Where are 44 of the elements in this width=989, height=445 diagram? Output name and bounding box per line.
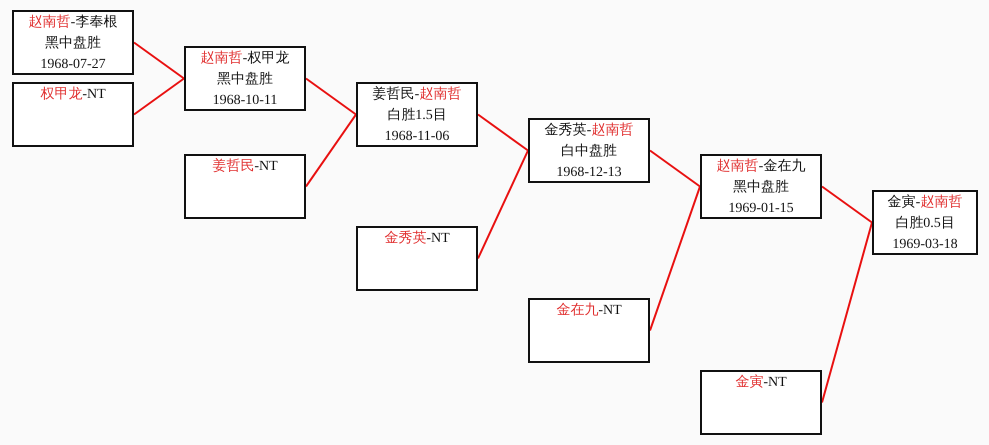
match-box: [356, 226, 478, 291]
connector-line: [821, 222, 873, 403]
player-names: 金寅-NT: [735, 373, 787, 392]
connector-line: [477, 114, 529, 152]
match-box: [528, 118, 650, 183]
match-box: [184, 154, 306, 219]
match-box: [184, 46, 306, 111]
player-names: 赵南哲-权甲龙: [200, 49, 290, 68]
connector-line: [649, 150, 701, 188]
player-names: 赵南哲-李奉根: [28, 13, 118, 32]
player-names: 金寅-赵南哲: [888, 193, 962, 212]
date-text: 1968-07-27: [40, 56, 106, 74]
connector-line: [821, 186, 873, 224]
connector-line: [649, 186, 701, 331]
match-box: [700, 154, 822, 219]
match-box: [356, 82, 478, 147]
connector-line: [305, 114, 357, 188]
date-text: 1969-03-18: [892, 236, 958, 254]
result-text: 黑中盘胜: [217, 70, 273, 89]
connector-line: [133, 42, 185, 80]
result-text: 黑中盘胜: [45, 34, 101, 53]
date-text: 1968-12-13: [556, 164, 622, 182]
connector-line: [133, 78, 185, 116]
player-names: 姜哲民-NT: [212, 157, 278, 176]
match-box: [872, 190, 978, 255]
match-box: [700, 370, 822, 435]
match-box: [528, 298, 650, 363]
date-text: 1968-10-11: [212, 92, 278, 110]
result-text: 白胜0.5目: [895, 214, 955, 233]
date-text: 1968-11-06: [384, 128, 450, 146]
match-box: [12, 82, 134, 147]
connector-line: [305, 78, 357, 116]
result-text: 黑中盘胜: [733, 178, 789, 197]
result-text: 白胜1.5目: [387, 106, 447, 125]
result-text: 白中盘胜: [561, 142, 617, 161]
player-names: 金秀英-赵南哲: [544, 121, 634, 140]
player-names: 赵南哲-金在九: [716, 157, 806, 176]
player-names: 权甲龙-NT: [40, 86, 106, 104]
date-text: 1969-01-15: [728, 200, 794, 218]
connector-line: [477, 150, 529, 259]
player-names: 金秀英-NT: [384, 230, 450, 248]
player-names: 金在九-NT: [556, 302, 622, 320]
match-box: [12, 10, 134, 75]
player-names: 姜哲民-赵南哲: [372, 85, 462, 104]
